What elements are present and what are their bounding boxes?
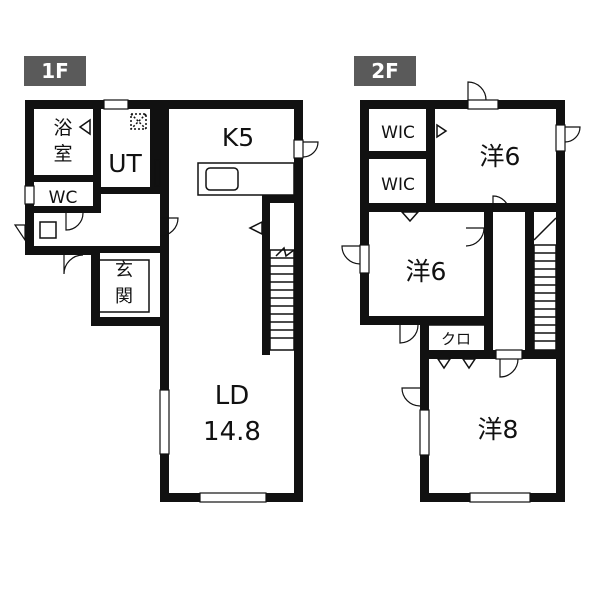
wall [91, 317, 169, 326]
room-label-bath: 室 [53, 143, 72, 165]
wall [360, 203, 565, 212]
room-label-wc: WC [49, 188, 78, 208]
door-swing [302, 141, 319, 158]
door-swing [401, 387, 421, 407]
wall [25, 246, 100, 255]
window [419, 409, 430, 456]
wall [93, 100, 101, 210]
wall [484, 203, 493, 358]
room-label-bath: 浴 [53, 117, 72, 139]
window [24, 185, 35, 205]
window [555, 124, 566, 152]
washer-space [130, 113, 147, 130]
wall [360, 151, 435, 159]
door-swing [63, 254, 84, 275]
window [469, 492, 531, 503]
door-swing [499, 358, 519, 378]
door-marker [248, 220, 263, 236]
wall [93, 187, 169, 194]
wall [556, 100, 565, 360]
window [495, 349, 523, 360]
room-label-bedroom-b: 洋6 [406, 257, 447, 286]
second-floor-plan: WIC WIC 洋6 洋6 クロ 洋8 [341, 81, 581, 503]
washer-space [130, 113, 147, 130]
wall-opening [154, 159, 161, 187]
room-label-wic-b: WIC [381, 175, 415, 195]
wall [420, 316, 429, 502]
wall [150, 100, 160, 190]
window [103, 99, 129, 110]
sink [205, 167, 239, 191]
wall [360, 100, 565, 109]
room-label-bedroom-c: 洋8 [478, 415, 519, 444]
door-swing [399, 324, 419, 344]
door-swing [341, 245, 361, 265]
window [293, 139, 304, 159]
wall [91, 246, 100, 326]
door-swing [465, 227, 485, 247]
door-marker [78, 118, 91, 136]
room-label-wic-a: WIC [381, 123, 415, 143]
window [159, 389, 170, 455]
room-label-bedroom-a: 洋6 [480, 142, 521, 171]
door-swing [65, 212, 84, 231]
floor-tag-1f: 1F [24, 56, 86, 86]
window [199, 492, 267, 503]
door-swing [492, 195, 510, 213]
wall [25, 206, 101, 213]
window [359, 244, 370, 274]
wall [484, 350, 565, 359]
door-swing [564, 126, 581, 143]
wall [160, 100, 303, 109]
room-label-entrance: 関 [115, 286, 133, 307]
kitchen-counter [197, 162, 295, 196]
wall [262, 195, 270, 355]
entry-marker [39, 221, 57, 239]
door-marker [436, 358, 452, 370]
wall [525, 203, 534, 358]
wall [25, 175, 101, 182]
floor-tag-2f: 2F [354, 56, 416, 86]
wall [294, 100, 303, 502]
wall [262, 195, 303, 203]
first-floor-plan: 浴 室 UT WC 玄 関 K5 LD 14.8 [13, 99, 319, 503]
room-label-entrance: 玄 [115, 260, 133, 281]
staircase [269, 246, 295, 351]
door-swing [159, 217, 179, 237]
room-label-living: LD [215, 381, 250, 411]
wall [360, 100, 369, 325]
entrance-step [97, 259, 150, 313]
room-label-utility: UT [108, 149, 142, 178]
window [467, 99, 499, 110]
door-marker [461, 358, 477, 370]
wall [556, 350, 565, 502]
door-swing [467, 81, 487, 101]
wall [160, 100, 169, 502]
washer-space [130, 113, 147, 130]
room-label-kitchen: K5 [222, 123, 254, 152]
wall [420, 350, 493, 359]
door-marker [436, 123, 448, 139]
room-label-closet: クロ [441, 330, 471, 348]
staircase [533, 217, 557, 351]
door-marker [400, 211, 420, 223]
room-size-living: 14.8 [203, 417, 261, 447]
door-swing [13, 224, 26, 242]
wall [91, 246, 160, 253]
